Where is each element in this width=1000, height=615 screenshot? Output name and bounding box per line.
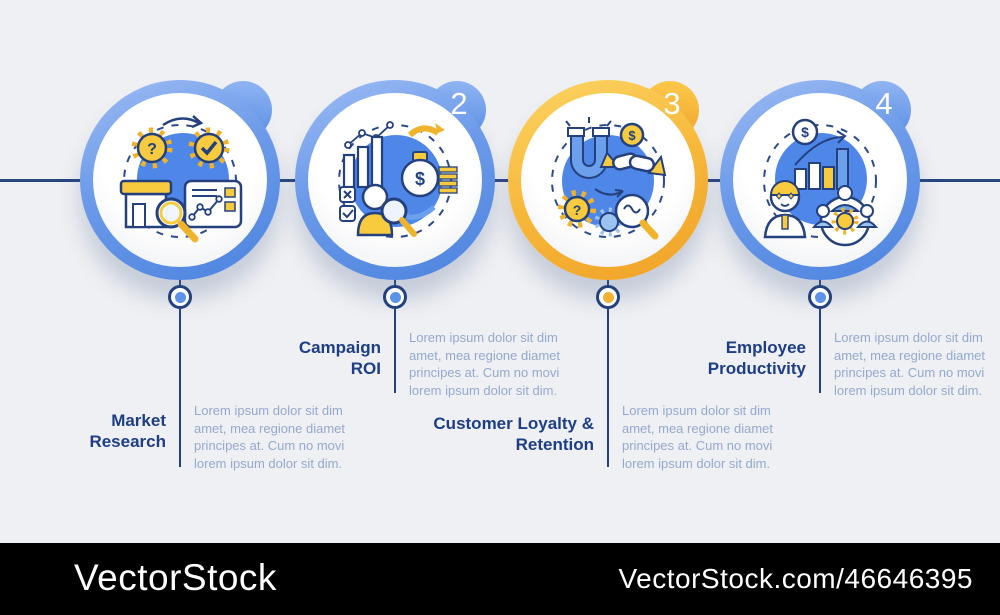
vectorstock-url: VectorStock.com/46646395	[618, 563, 973, 594]
customer-insight-magnifier-icon	[594, 193, 659, 240]
money-bag-icon: $	[399, 123, 458, 221]
step-description: Lorem ipsum dolor sit dim amet, mea regi…	[194, 403, 346, 471]
svg-text:?: ?	[147, 141, 157, 158]
connector-line	[179, 278, 181, 467]
team-gear-icon	[811, 185, 879, 247]
connector-line	[394, 278, 396, 393]
magnifier-icon	[155, 197, 199, 243]
employee-productivity-icon: $	[763, 118, 879, 247]
step-description: Lorem ipsum dolor sit dim amet, mea regi…	[834, 330, 986, 398]
step-title: Campaign ROI	[298, 338, 381, 378]
campaign-roi-icon: $	[338, 121, 458, 238]
watermark-bar: VectorStock VectorStock.com/46646395	[0, 543, 1000, 615]
employee-person-icon	[763, 180, 807, 239]
step-number: 3	[663, 86, 681, 121]
checklist-icon	[339, 186, 356, 222]
gear-question-icon: ?	[131, 127, 173, 169]
connector-dot	[596, 285, 620, 309]
connector-dot	[808, 285, 832, 309]
analytics-panel-icon	[183, 179, 243, 229]
svg-text:$: $	[801, 124, 809, 140]
step-description: Lorem ipsum dolor sit dim amet, mea regi…	[622, 403, 774, 471]
svg-text:?: ?	[573, 202, 582, 218]
market-research-icon: ?	[119, 115, 243, 243]
growth-chart-icon: $	[791, 118, 849, 190]
svg-text:$: $	[628, 128, 636, 143]
connector-dot	[168, 285, 192, 309]
timeline-line	[0, 179, 1000, 182]
connector-line	[819, 278, 821, 393]
step-title: Market Research	[89, 411, 166, 451]
magnet-icon	[565, 117, 612, 179]
svg-text:$: $	[415, 169, 425, 189]
connector-line	[607, 278, 609, 467]
step-description: Lorem ipsum dolor sit dim amet, mea regi…	[409, 330, 561, 398]
customer-loyalty-retention-icon: $ ?	[551, 117, 667, 240]
analyst-person-icon	[356, 183, 417, 237]
step-circle	[720, 80, 920, 280]
step-title: Employee Productivity	[707, 338, 806, 378]
step-number: 4	[875, 86, 893, 121]
step-circle	[508, 80, 708, 280]
connector-dot	[383, 285, 407, 309]
step-number: 2	[450, 86, 468, 121]
step-circle	[80, 80, 280, 280]
vectorstock-logo: VectorStock	[74, 557, 277, 598]
step-title: Customer Loyalty & Retention	[433, 414, 594, 454]
gear-check-icon	[188, 127, 230, 169]
gear-question-icon: ?	[558, 190, 596, 228]
handshake-icon: $	[599, 122, 667, 177]
